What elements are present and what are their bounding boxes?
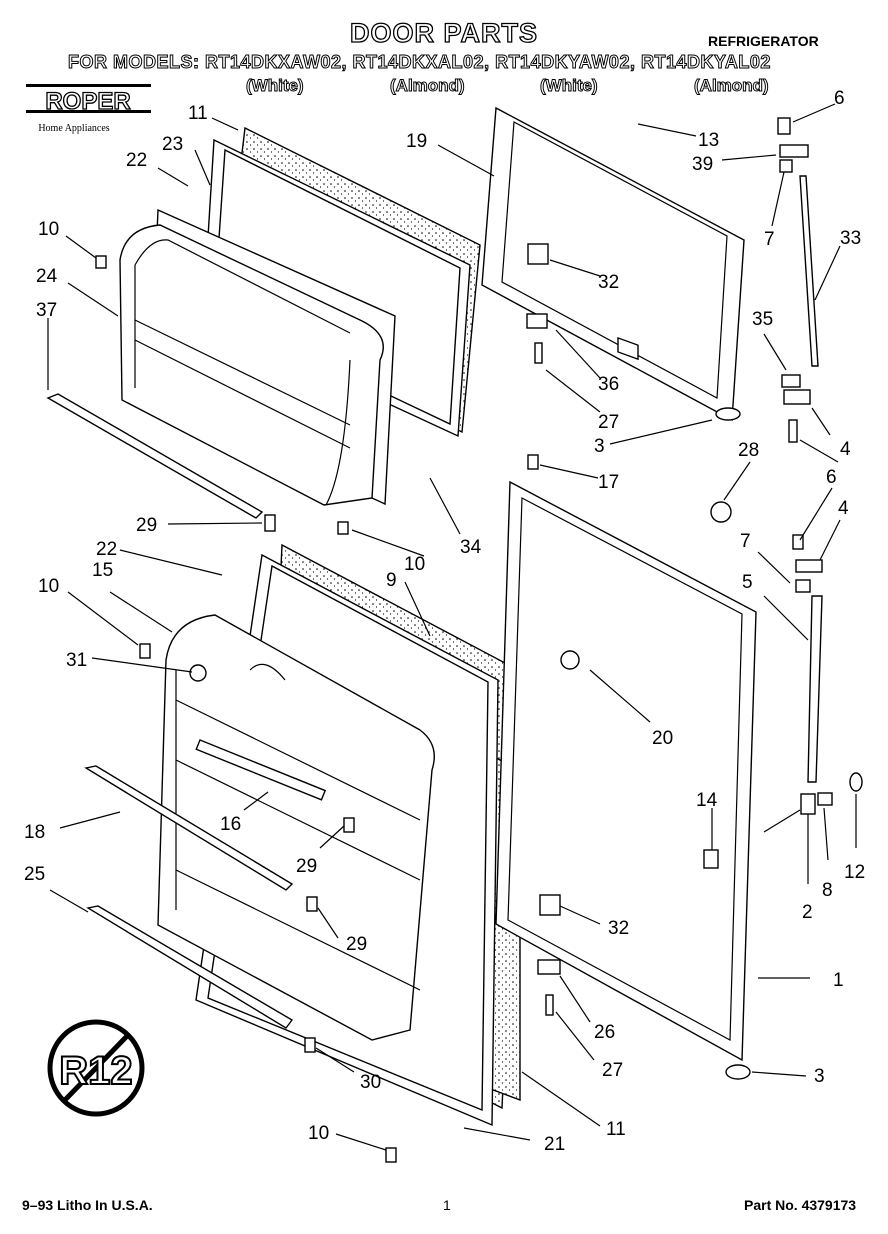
model-variant-4: (Almond) <box>694 76 770 96</box>
callout-14: 14 <box>696 790 718 811</box>
appliance-category: REFRIGERATOR <box>708 33 819 49</box>
callout-9: 9 <box>386 570 397 591</box>
callout-17: 17 <box>598 472 619 493</box>
page-number: 1 <box>443 1197 451 1213</box>
callout-28: 28 <box>738 440 759 461</box>
callout-leader-lines <box>47 103 857 1151</box>
fresh-food-door-liner <box>157 614 435 1041</box>
callout-32-upper: 32 <box>598 272 619 293</box>
part-number: Part No. 4379173 <box>744 1197 857 1213</box>
callout-25: 25 <box>24 864 45 885</box>
freezer-door-shelf <box>46 393 264 519</box>
callout-26: 26 <box>594 1022 615 1043</box>
callout-3-lower: 3 <box>814 1066 825 1087</box>
callout-36: 36 <box>598 374 619 395</box>
callout-11-lower: 11 <box>606 1119 626 1140</box>
freezer-door-liner <box>119 208 396 506</box>
callout-21: 21 <box>544 1134 565 1155</box>
callout-33: 33 <box>840 228 861 249</box>
callout-5: 5 <box>742 572 753 593</box>
callout-37: 37 <box>36 300 57 321</box>
callout-numbers: 1 2 3 3 4 4 5 6 6 7 7 8 9 10 10 10 10 10… <box>24 88 865 1155</box>
callout-10-d: 10 <box>308 1123 329 1144</box>
fresh-food-door-shelves <box>84 765 294 1029</box>
model-variant-1: (White) <box>246 76 305 96</box>
callout-35: 35 <box>752 309 773 330</box>
callout-6-upper: 6 <box>834 88 845 109</box>
callout-10-c: 10 <box>38 576 59 597</box>
callout-24: 24 <box>36 266 58 287</box>
r12-refrigerant-badge: R12 <box>47 1019 145 1117</box>
callout-7-upper: 7 <box>764 229 775 250</box>
callout-10-b: 10 <box>404 554 425 575</box>
callout-22-upper: 22 <box>126 150 147 171</box>
fresh-food-hinge-parts <box>139 454 863 1163</box>
model-variant-2: (Almond) <box>390 76 466 96</box>
fresh-food-door-panel <box>495 480 757 1062</box>
callout-23: 23 <box>162 134 183 155</box>
model-list: FOR MODELS: RT14DKXAW02, RT14DKXAL02, RT… <box>68 52 771 73</box>
callout-15: 15 <box>92 560 113 581</box>
callout-27-upper: 27 <box>598 412 619 433</box>
callout-12: 12 <box>844 862 865 883</box>
callout-27-lower: 27 <box>602 1060 623 1081</box>
callout-1: 1 <box>833 970 844 991</box>
callout-20: 20 <box>652 728 673 749</box>
brand-name: ROPER <box>45 88 130 115</box>
callout-16: 16 <box>220 814 241 835</box>
callout-6-lower: 6 <box>826 467 837 488</box>
callout-8: 8 <box>822 880 833 901</box>
callout-30: 30 <box>360 1072 381 1093</box>
callout-11-upper: 11 <box>188 103 208 124</box>
callout-34: 34 <box>460 537 482 558</box>
callout-7-lower: 7 <box>740 531 751 552</box>
callout-3-upper: 3 <box>594 436 605 457</box>
brand-tagline: Home Appliances <box>38 123 109 134</box>
callout-2: 2 <box>802 902 813 923</box>
freezer-door-gasket <box>202 138 471 438</box>
callout-31: 31 <box>66 650 87 671</box>
callout-19: 19 <box>406 131 427 152</box>
callout-29-b: 29 <box>296 856 317 877</box>
callout-39: 39 <box>692 154 713 175</box>
callout-32-lower: 32 <box>608 918 629 939</box>
callout-13: 13 <box>698 130 719 151</box>
model-variant-3: (White) <box>540 76 599 96</box>
page-title: DOOR PARTS <box>349 17 538 48</box>
freezer-hinge-parts <box>95 117 819 535</box>
callout-22-lower: 22 <box>96 539 117 560</box>
callout-4-upper: 4 <box>840 439 851 460</box>
print-info: 9–93 Litho In U.S.A. <box>22 1197 153 1213</box>
r12-label: R12 <box>59 1049 132 1093</box>
roper-logo: ROPER Home Appliances <box>26 82 156 136</box>
callout-4-lower: 4 <box>838 498 849 519</box>
callout-18: 18 <box>24 822 45 843</box>
callout-29-a: 29 <box>136 515 157 536</box>
callout-29-c: 29 <box>346 934 367 955</box>
callout-10-a: 10 <box>38 219 59 240</box>
